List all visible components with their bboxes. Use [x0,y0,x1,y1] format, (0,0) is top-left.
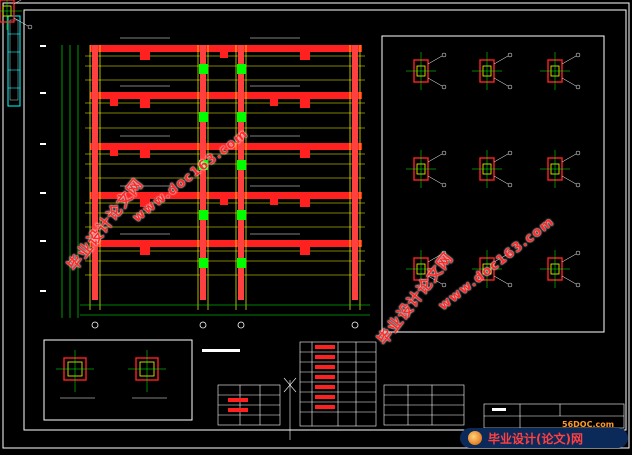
joint-blocks [199,64,246,268]
beam-rebar-lines [85,55,365,276]
column-detail-panel [43,339,193,421]
site-label: 56DOC.com [562,420,615,429]
column-rebar [89,45,361,310]
left-dimension-lines [61,45,79,318]
legend-bar [202,349,240,352]
columns [92,45,358,300]
level-marks [40,45,46,292]
drawing-frame [23,9,627,431]
axis-bubbles [91,321,359,329]
rebar-table-2-marks [315,345,335,409]
sheet-border [2,2,630,449]
beam-end-hatches [110,48,310,255]
section-details-panel [381,35,605,333]
brand-text: 毕业设计(论文)网 [488,431,583,446]
rebar-table-2 [299,341,377,427]
annotation-ticks [120,37,300,235]
brand-logo-icon [468,431,482,445]
section-details [0,0,581,289]
bottom-axis [80,304,370,316]
section-detail [0,0,33,30]
rebar-table-3 [383,384,465,426]
column-details [56,350,167,399]
brand-badge: 毕业设计(论文)网 [460,428,628,448]
rebar-table-1 [217,384,281,426]
frame-elevation [40,37,370,329]
